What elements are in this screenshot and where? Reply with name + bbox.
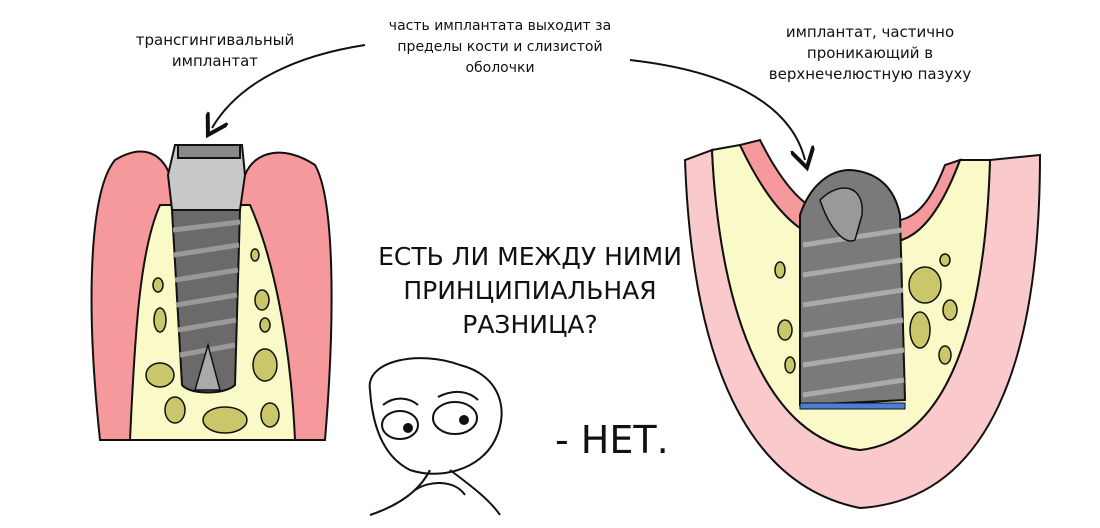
label-line: часть имплантата выходит за [388, 18, 612, 34]
thinking-face-icon [368, 357, 503, 516]
right-implant-drawing [683, 138, 1042, 510]
label-line: имплантат, частично [785, 23, 955, 41]
label-transgingival: трансгингивальный имплантат [105, 30, 325, 72]
label-sinus-implant: имплантат, частично проникающий в верхне… [740, 22, 1000, 85]
question-line: ПРИНЦИПИАЛЬНАЯ [403, 276, 657, 305]
label-line: оболочки [465, 60, 535, 76]
sinus-membrane [799, 402, 906, 410]
left-implant-drawing [90, 144, 333, 441]
question-line: ЕСТЬ ЛИ МЕЖДУ НИМИ [378, 242, 682, 271]
label-line: трансгингивальный [135, 31, 295, 49]
label-center: часть имплантата выходит за пределы кост… [370, 16, 630, 79]
label-line: пределы кости и слизистой [397, 39, 603, 55]
arrow-left [212, 44, 366, 128]
arrow-right [629, 59, 805, 160]
answer-text: - НЕТ. [555, 418, 669, 462]
label-line: имплантат [171, 52, 259, 70]
question-line: РАЗНИЦА? [462, 310, 598, 339]
label-line: верхнечелюстную пазуху [768, 65, 972, 83]
question-text: ЕСТЬ ЛИ МЕЖДУ НИМИ ПРИНЦИПИАЛЬНАЯ РАЗНИЦ… [345, 240, 715, 342]
label-line: проникающий в [806, 44, 934, 62]
